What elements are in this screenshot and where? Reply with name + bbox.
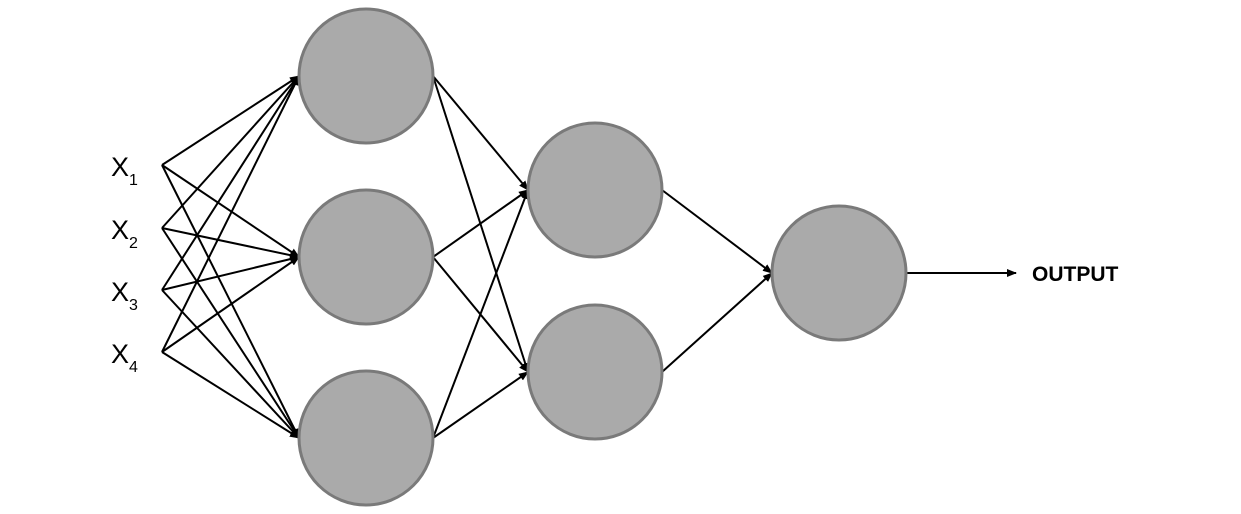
edge-input4-h1-2 [161,256,300,353]
edge-l1n3-l2n2 [432,371,529,439]
neuron-layer1-3 [297,369,435,507]
neuron-layer1-2 [297,188,435,326]
edge-l2n2-l3n1 [661,272,773,373]
neuron-layer1-1 [297,7,435,145]
input-label-1: X1 [111,152,138,189]
edge-input1-h1-2 [161,164,300,258]
edge-l2n1-l3n1 [661,189,773,274]
neuron-layer3-1 [770,204,908,342]
edge-input3-h1-3 [161,289,300,439]
edge-input2-h1-1 [161,75,300,229]
input-label-4: X4 [111,339,138,376]
edge-l1n1-l2n1 [432,75,529,191]
edge-input4-h1-3 [161,351,300,439]
edge-input4-h1-1 [161,75,300,353]
input-label-2: X2 [111,215,138,252]
neuron-layer2-1 [526,121,664,259]
edge-input3-h1-2 [161,255,300,291]
edge-l1n3-l2n1 [432,189,529,439]
edge-l1n2-l2n1 [432,189,529,258]
edge-input1-h1-1 [161,75,300,166]
neuron-layer2-2 [526,303,664,441]
edge-input2-h1-3 [161,227,300,439]
edge-input1-h1-3 [161,164,300,439]
output-label: OUTPUT [1032,263,1119,286]
edge-input2-h1-2 [161,227,300,260]
edge-input3-h1-1 [161,75,300,291]
input-label-3: X3 [111,277,138,314]
